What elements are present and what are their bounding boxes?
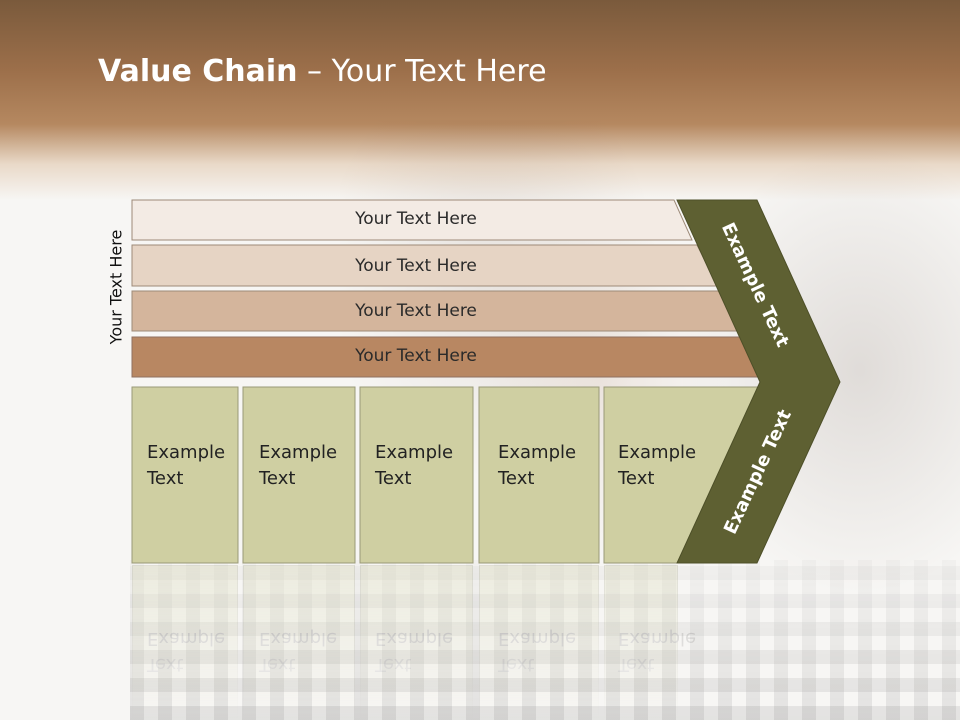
reflection-text-5: Text Example: [618, 625, 718, 677]
activity-box-2[interactable]: [242, 386, 356, 564]
background-plaid-shirt: [130, 560, 960, 720]
row-label-1: Your Text Here: [355, 209, 477, 229]
title-bold: Value Chain: [98, 54, 298, 89]
reflection-text-5-line1: Example: [618, 628, 697, 649]
reflection-text-1: Text Example: [147, 625, 247, 677]
activity-label-1-line2: Text: [147, 468, 184, 489]
reflection-text-4-line1: Example: [498, 628, 577, 649]
activity-label-2-line1: Example: [259, 442, 338, 463]
reflection-text-2-line1: Example: [259, 628, 338, 649]
activity-box-1[interactable]: [131, 386, 239, 564]
row-bar-1[interactable]: [131, 199, 693, 241]
activity-label-3-line1: Example: [375, 442, 454, 463]
reflection-text-5-line2: Text: [618, 654, 655, 675]
reflection-text-2-line2: Text: [259, 654, 296, 675]
reflection-box-3: [360, 565, 473, 720]
row-label-3: Your Text Here: [355, 301, 477, 321]
reflection-text-1-line1: Example: [147, 628, 226, 649]
header-band: [0, 0, 960, 200]
activity-box-4[interactable]: [478, 386, 600, 564]
activity-label-3-line2: Text: [375, 468, 412, 489]
activity-label-5-line2: Text: [618, 468, 655, 489]
margin-chevron[interactable]: [676, 199, 841, 564]
reflection-text-4: Text Example: [498, 625, 598, 677]
row-label-4: Your Text Here: [355, 346, 477, 366]
reflection-box-1: [132, 565, 238, 720]
slide-title: Value Chain – Your Text Here: [98, 54, 547, 89]
activity-box-3[interactable]: [359, 386, 474, 564]
activity-label-4-line1: Example: [498, 442, 577, 463]
reflection: Text Example Text Example Text Example Text…: [0, 565, 960, 720]
activity-label-1-line1: Example: [147, 442, 226, 463]
reflection-box-2: [243, 565, 355, 720]
reflection-text-4-line2: Text: [498, 654, 535, 675]
reflection-text-3-line2: Text: [375, 654, 412, 675]
reflection-box-5: [604, 565, 678, 720]
reflection-text-1-line2: Text: [147, 654, 184, 675]
activity-label-5-line1: Example: [618, 442, 697, 463]
row-label-2: Your Text Here: [355, 256, 477, 276]
activity-label-4-line2: Text: [498, 468, 535, 489]
reflection-text-2: Text Example: [259, 625, 359, 677]
reflection-text-3: Text Example: [375, 625, 475, 677]
activity-label-2-line2: Text: [259, 468, 296, 489]
title-rest: – Your Text Here: [297, 54, 547, 89]
reflection-text-3-line1: Example: [375, 628, 454, 649]
